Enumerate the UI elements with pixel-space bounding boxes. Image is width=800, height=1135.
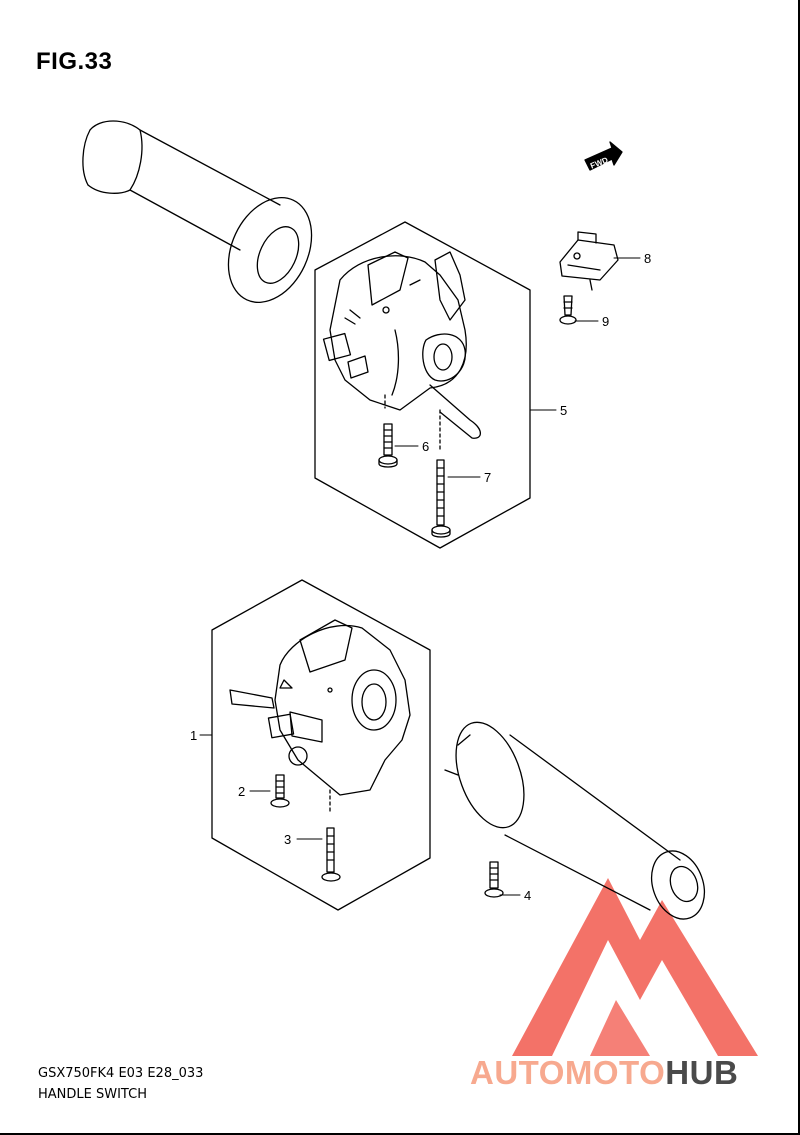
callout-1: 1 (190, 728, 197, 743)
screw-9 (559, 295, 577, 325)
callout-7: 7 (484, 470, 491, 485)
right-switch-housing (322, 251, 482, 453)
watermark-logo (512, 878, 758, 1056)
callout-9: 9 (602, 314, 609, 329)
left-handlebar-grip (82, 120, 313, 304)
screw-7 (431, 459, 451, 538)
callout-4: 4 (524, 888, 531, 903)
callout-8: 8 (644, 251, 651, 266)
callout-5: 5 (560, 403, 567, 418)
callout-3: 3 (284, 832, 291, 847)
screw-3 (321, 827, 341, 882)
screw-4 (484, 861, 504, 898)
callout-2: 2 (238, 784, 245, 799)
model-code: GSX750FK4 E03 E28_033 (38, 1066, 204, 1081)
watermark-text: AUTOMOTOHUB (470, 1054, 738, 1092)
screw-6 (378, 423, 398, 468)
watermark-text-part2: HUB (665, 1054, 739, 1091)
leader-lines (199, 257, 641, 896)
section-name: HANDLE SWITCH (38, 1087, 147, 1102)
fwd-arrow-icon (584, 141, 623, 171)
figure-title: FIG.33 (36, 48, 113, 75)
front-brake-switch-8 (559, 231, 619, 291)
left-switch-housing (229, 619, 411, 813)
screw-2 (270, 774, 290, 808)
callout-6: 6 (422, 439, 429, 454)
watermark-text-part1: AUTOMOTO (470, 1054, 666, 1091)
assembly-frame-5 (314, 221, 531, 549)
right-handlebar-grip (444, 721, 706, 920)
assembly-frame-1 (211, 579, 431, 911)
